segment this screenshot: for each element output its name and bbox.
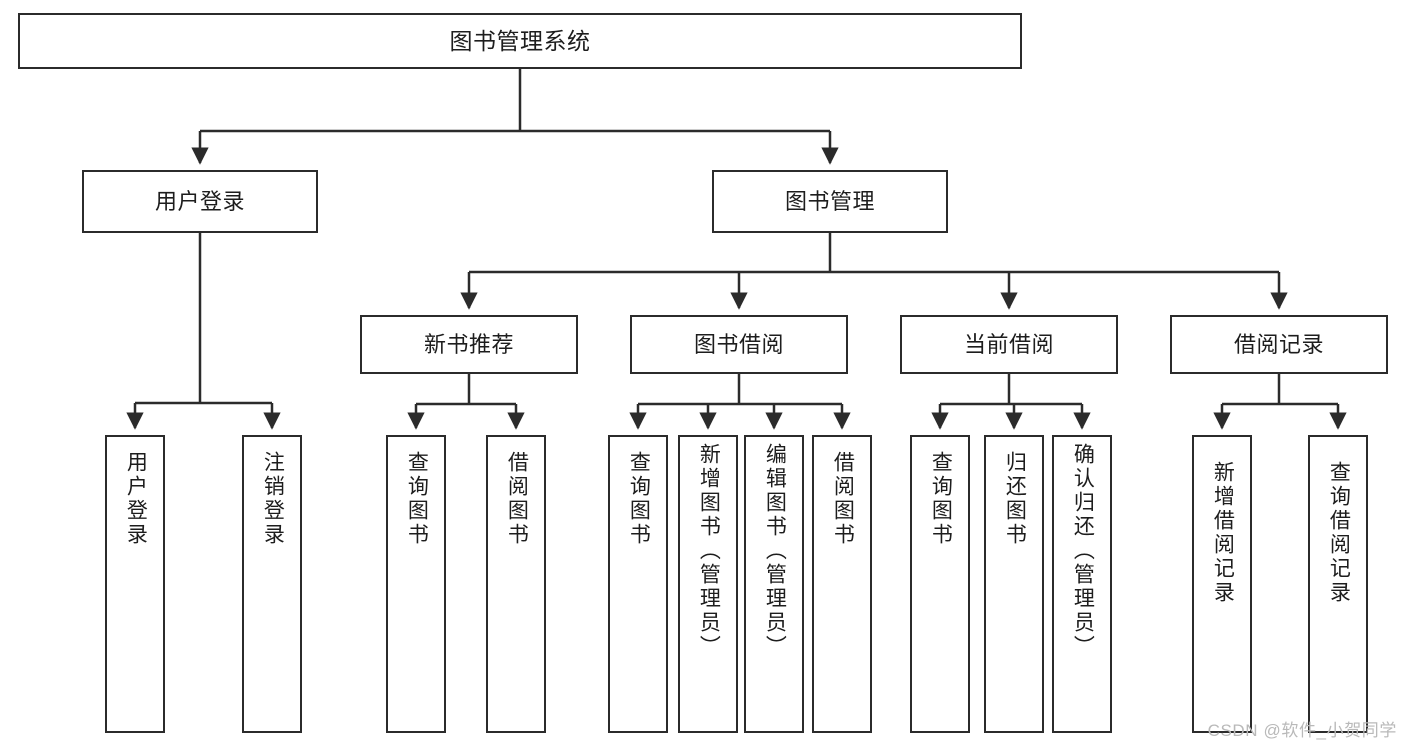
node-book-borrow-label: 图书借阅 [693,331,784,357]
node-new-book-recommend[interactable]: 新书推荐 [360,315,578,374]
node-leaf-logout[interactable]: 注销登录 [242,435,302,733]
node-leaf-borrow-book-label: 借阅图书 [831,451,855,547]
node-leaf-add-book-label: 新增图书（管理员） [697,443,721,659]
node-leaf-logout-label: 注销登录 [261,451,285,547]
node-root-label: 图书管理系统 [449,27,591,54]
node-leaf-query-record[interactable]: 查询借阅记录 [1308,435,1368,733]
node-leaf-add-record-label: 新增借阅记录 [1211,461,1235,605]
node-user-login-label: 用户登录 [154,188,245,214]
node-leaf-query-book-rec[interactable]: 查询图书 [386,435,446,733]
csdn-watermark: CSDN @软件_小贺同学 [1207,721,1397,740]
node-book-borrow[interactable]: 图书借阅 [630,315,848,374]
node-leaf-query-book-borrow-label: 查询图书 [627,451,651,547]
node-leaf-user-login[interactable]: 用户登录 [105,435,165,733]
node-leaf-confirm-return[interactable]: 确认归还（管理员） [1052,435,1112,733]
node-leaf-borrow-book-rec[interactable]: 借阅图书 [486,435,546,733]
node-leaf-query-book-cur-label: 查询图书 [929,451,953,547]
node-leaf-return-book[interactable]: 归还图书 [984,435,1044,733]
node-leaf-confirm-return-label: 确认归还（管理员） [1071,443,1095,659]
node-leaf-edit-book[interactable]: 编辑图书（管理员） [744,435,804,733]
node-leaf-query-book-borrow[interactable]: 查询图书 [608,435,668,733]
node-leaf-borrow-book-rec-label: 借阅图书 [505,451,529,547]
node-borrow-record[interactable]: 借阅记录 [1170,315,1388,374]
node-root[interactable]: 图书管理系统 [18,13,1022,69]
node-leaf-query-book-rec-label: 查询图书 [405,451,429,547]
node-current-borrow-label: 当前借阅 [963,331,1054,357]
node-leaf-edit-book-label: 编辑图书（管理员） [763,443,787,659]
node-user-login[interactable]: 用户登录 [82,170,318,233]
node-current-borrow[interactable]: 当前借阅 [900,315,1118,374]
node-leaf-add-book[interactable]: 新增图书（管理员） [678,435,738,733]
node-new-book-recommend-label: 新书推荐 [423,331,514,357]
node-leaf-return-book-label: 归还图书 [1003,451,1027,547]
node-book-manage-label: 图书管理 [784,188,875,214]
node-leaf-query-record-label: 查询借阅记录 [1327,461,1351,605]
node-leaf-add-record[interactable]: 新增借阅记录 [1192,435,1252,733]
node-leaf-borrow-book[interactable]: 借阅图书 [812,435,872,733]
node-leaf-query-book-cur[interactable]: 查询图书 [910,435,970,733]
node-leaf-user-login-label: 用户登录 [124,451,148,547]
node-book-manage[interactable]: 图书管理 [712,170,948,233]
node-borrow-record-label: 借阅记录 [1233,331,1324,357]
